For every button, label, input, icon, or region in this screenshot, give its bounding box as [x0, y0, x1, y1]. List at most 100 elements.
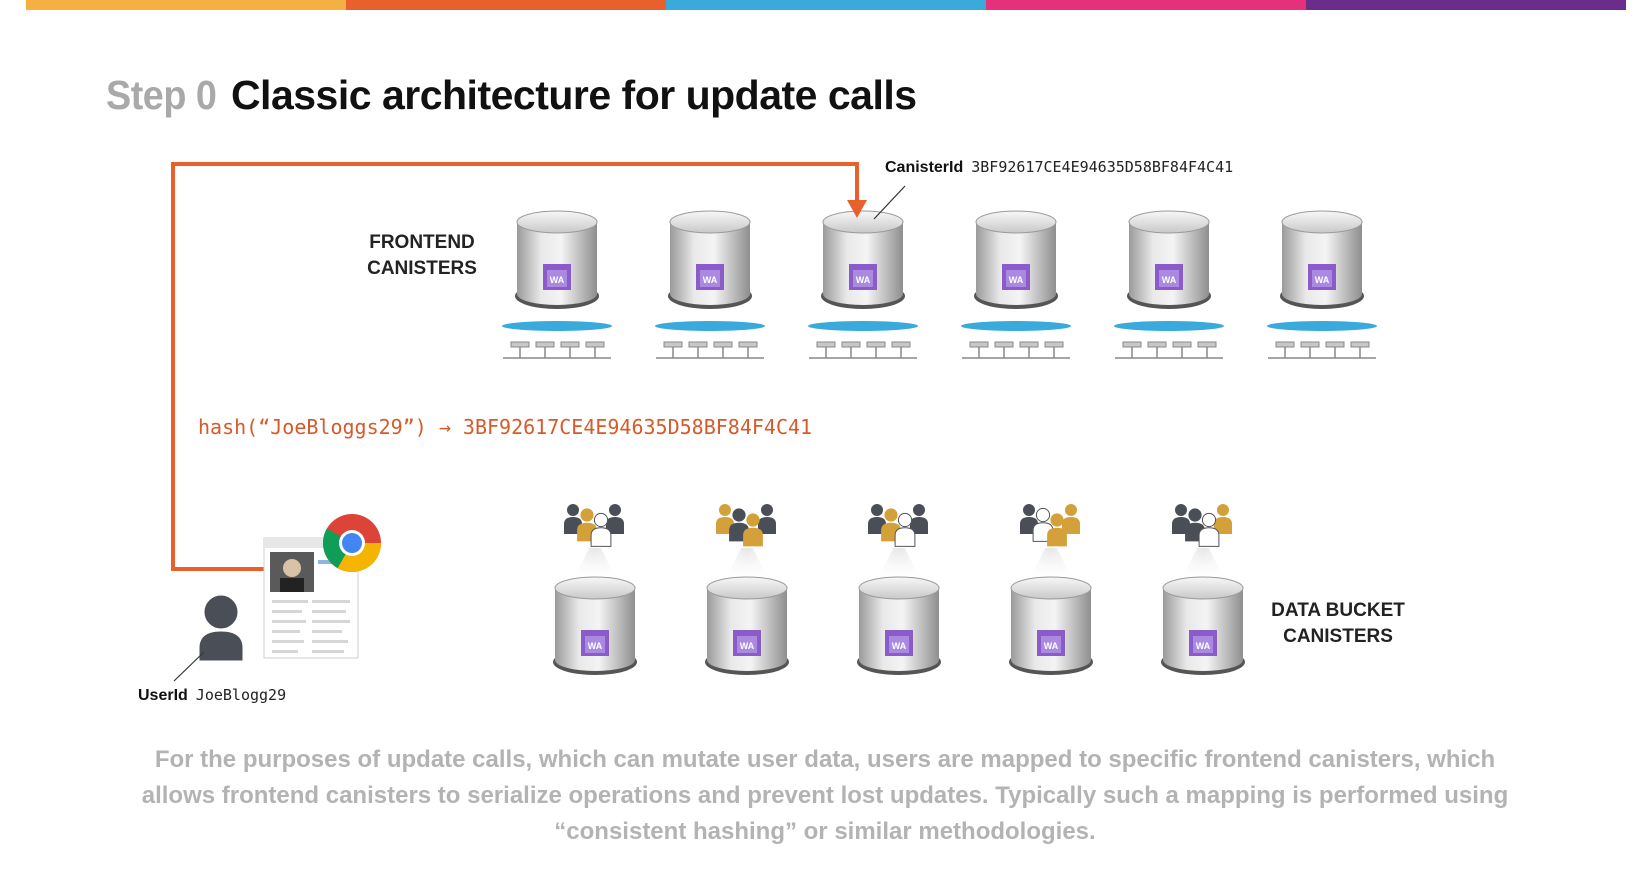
server-rack-icon: [656, 341, 764, 359]
spotlight-beam: [1027, 548, 1075, 585]
wa-badge-icon: WA: [1189, 630, 1217, 656]
server-rack-icon: [962, 341, 1070, 359]
wa-badge-icon: WA: [1037, 630, 1065, 656]
user-group-icon: [1020, 504, 1080, 547]
bucket-label-line2: CANISTERS: [1283, 626, 1393, 647]
wa-badge-text: WA: [588, 641, 603, 651]
spotlight-beam: [875, 548, 923, 585]
data-bucket-canisters-label: DATA BUCKET CANISTERS: [1258, 598, 1418, 650]
route-arrowhead: [847, 200, 867, 218]
server-rack-icon: [503, 341, 611, 359]
person-icon: [1214, 504, 1232, 534]
person-icon: [743, 513, 763, 547]
database-icon: WA: [668, 210, 752, 309]
route-line: [171, 162, 859, 569]
wa-badge-icon: WA: [696, 264, 724, 290]
frontend-canister-row: WA WA WA WA WA WA: [502, 210, 1377, 359]
user-group-icon: [1172, 504, 1232, 547]
user-id: UserId JoeBlogg29: [138, 686, 286, 705]
database-icon: WA: [1161, 576, 1245, 675]
person-icon: [1198, 512, 1220, 547]
wa-badge-text: WA: [1315, 275, 1330, 285]
top-bar-segment: [666, 0, 986, 10]
top-bar-segment: [26, 0, 346, 10]
network-node-icon: [655, 321, 765, 331]
wa-badge-text: WA: [550, 275, 565, 285]
top-color-bar: [26, 0, 1626, 10]
wa-badge-icon: WA: [849, 264, 877, 290]
canister-id-pointer: [873, 185, 906, 220]
spotlight-beam: [1179, 548, 1227, 585]
user-id-key: UserId: [138, 687, 188, 704]
wa-badge-text: WA: [1009, 275, 1024, 285]
person-icon: [894, 512, 916, 547]
page-title: Step 0 Classic architecture for update c…: [106, 72, 917, 119]
frontend-label-line1: FRONTEND: [369, 232, 475, 253]
wa-badge-text: WA: [1162, 275, 1177, 285]
bucket-label-line1: DATA BUCKET: [1271, 600, 1405, 621]
canister-id-key: CanisterId: [885, 159, 964, 176]
wa-badge-text: WA: [740, 641, 755, 651]
canister-id: CanisterId 3BF92617CE4E94635D58BF84F4C41: [885, 158, 1233, 177]
database-icon: WA: [857, 576, 941, 675]
network-node-icon: [1114, 321, 1224, 331]
user-id-value: JoeBlogg29: [195, 686, 287, 704]
chrome-icon: [323, 514, 381, 572]
frontend-label-line2: CANISTERS: [367, 258, 477, 279]
wa-badge-icon: WA: [1308, 264, 1336, 290]
spotlight-beam: [571, 548, 619, 585]
wa-badge-text: WA: [703, 275, 718, 285]
hash-expression: hash(“JoeBloggs29”) → 3BF92617CE4E94635D…: [198, 415, 813, 439]
wa-badge-text: WA: [892, 641, 907, 651]
user-group-icon: [716, 504, 776, 547]
top-bar-segment: [346, 0, 666, 10]
database-icon: WA: [974, 210, 1058, 309]
user-group-icon: [564, 504, 624, 547]
wa-badge-icon: WA: [581, 630, 609, 656]
database-icon: WA: [705, 576, 789, 675]
title-text: Classic architecture for update calls: [230, 72, 917, 118]
wa-badge-text: WA: [1044, 641, 1059, 651]
database-icon: WA: [821, 210, 905, 309]
wa-badge-icon: WA: [733, 630, 761, 656]
database-icon: WA: [1009, 576, 1093, 675]
database-icon: WA: [1280, 210, 1364, 309]
network-node-icon: [808, 321, 918, 331]
canister-id-value: 3BF92617CE4E94635D58BF84F4C41: [971, 158, 1234, 176]
browser-list-lines: [272, 600, 350, 653]
user-area: [173, 514, 381, 682]
wa-badge-text: WA: [1196, 641, 1211, 651]
bucket-canister-row: WA WA WA WA WA: [553, 504, 1245, 675]
top-bar-segment: [1306, 0, 1626, 10]
network-node-icon: [961, 321, 1071, 331]
network-node-icon: [1267, 321, 1377, 331]
server-rack-icon: [1115, 341, 1223, 359]
wa-badge-text: WA: [856, 275, 871, 285]
network-node-icon: [502, 321, 612, 331]
person-icon: [196, 592, 246, 664]
server-rack-icon: [809, 341, 917, 359]
database-icon: WA: [553, 576, 637, 675]
routing-arrow: [171, 162, 906, 571]
person-icon: [758, 504, 776, 534]
server-rack-icon: [1268, 341, 1376, 359]
database-icon: WA: [515, 210, 599, 309]
database-icon: WA: [1127, 210, 1211, 309]
user-group-icon: [868, 504, 928, 547]
user-id-pointer: [173, 651, 205, 682]
caption: For the purposes of update calls, which …: [141, 746, 1509, 845]
person-icon: [910, 504, 928, 534]
person-icon: [606, 504, 624, 534]
frontend-canisters-label: FRONTEND CANISTERS: [362, 230, 482, 282]
wa-badge-icon: WA: [1155, 264, 1183, 290]
wa-badge-icon: WA: [543, 264, 571, 290]
person-icon: [1062, 504, 1080, 534]
person-icon: [1047, 513, 1067, 547]
step-label: Step 0: [106, 72, 217, 118]
wa-badge-icon: WA: [1002, 264, 1030, 290]
top-bar-segment: [986, 0, 1306, 10]
spotlight-beam: [723, 548, 771, 585]
wa-badge-icon: WA: [885, 630, 913, 656]
person-icon: [590, 512, 612, 547]
